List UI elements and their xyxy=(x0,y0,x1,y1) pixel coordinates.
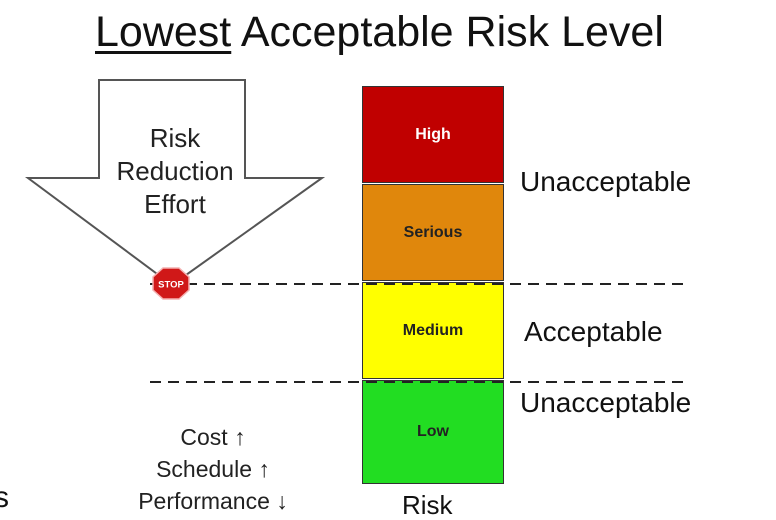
zone-label-upper: Unacceptable xyxy=(520,166,692,197)
stop-sign-icon: STOP xyxy=(152,267,190,300)
title-underlined-word: Lowest xyxy=(95,8,232,56)
stop-sign-text: STOP xyxy=(158,280,184,291)
risk-level-label: Medium xyxy=(402,321,464,339)
arrow-shape xyxy=(24,79,326,287)
risk-level-serious: Serious xyxy=(362,184,504,281)
page-title: Lowest Acceptable Risk Level xyxy=(95,6,664,58)
zone-label-lower: Unacceptable xyxy=(520,387,692,418)
arrow-label: Risk Reduction Effort xyxy=(88,122,262,221)
edge-text-fragment: s xyxy=(0,481,9,514)
tradeoff-item: Cost ↑ xyxy=(180,424,246,450)
tradeoff-item: Performance ↓ xyxy=(138,488,288,514)
arrow-label-line: Risk xyxy=(149,123,201,153)
risk-level-low: Low xyxy=(362,380,504,484)
zone-label-middle: Acceptable xyxy=(524,316,663,347)
tradeoff-item: Schedule ↑ xyxy=(156,456,270,482)
arrow-label-line: Reduction xyxy=(116,156,234,186)
risk-level-high: High xyxy=(362,86,504,183)
risk-level-label: Low xyxy=(417,423,449,440)
risk-level-label: High xyxy=(415,125,451,143)
risk-level-medium: Medium xyxy=(362,282,504,379)
arrow-label-line: Effort xyxy=(144,189,206,219)
risk-level-label: Serious xyxy=(403,223,463,241)
tradeoff-list: Cost ↑ Schedule ↑ Performance ↓ xyxy=(90,421,336,517)
title-rest: Acceptable Risk Level xyxy=(231,8,664,56)
axis-label: Risk xyxy=(402,490,453,520)
